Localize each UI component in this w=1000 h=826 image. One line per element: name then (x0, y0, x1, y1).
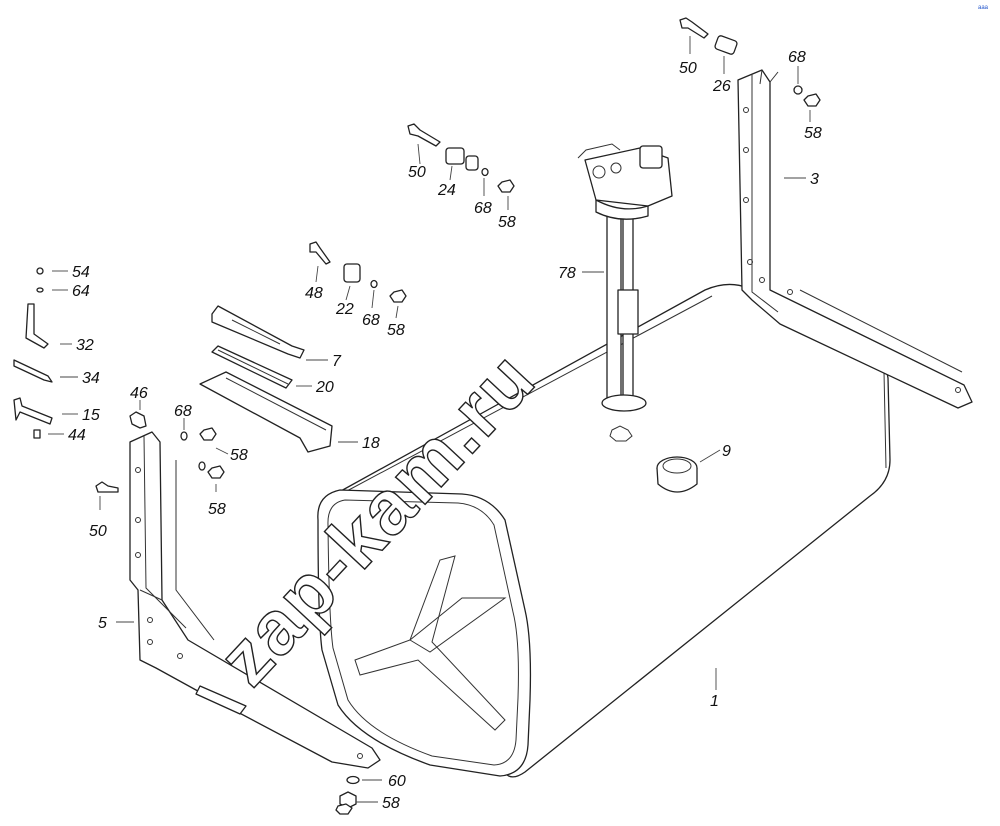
callout-c15: 15 (82, 407, 100, 424)
callout-c58e: 58 (208, 501, 226, 518)
pad-18 (199, 371, 333, 453)
left-bracket (129, 431, 381, 769)
corner-logo: ааа (978, 5, 989, 11)
bolts-and-fasteners (95, 17, 821, 815)
fuel-level-sender (577, 143, 673, 412)
callout-c64: 64 (72, 283, 90, 300)
callout-c58c: 58 (387, 322, 405, 339)
callout-c34: 34 (82, 370, 100, 387)
callout-c5: 5 (98, 615, 107, 632)
callout-c60: 60 (388, 773, 406, 790)
small-fasteners-left (13, 267, 53, 439)
right-bracket (737, 69, 973, 409)
callout-c32: 32 (76, 337, 94, 354)
callout-c20: 20 (315, 379, 334, 396)
callout-c26: 26 (712, 78, 731, 95)
callout-c58f: 58 (382, 795, 400, 812)
callout-c44: 44 (68, 427, 86, 444)
callout-c50b: 50 (408, 164, 426, 181)
fuel-tank (317, 283, 891, 778)
callout-c24: 24 (437, 182, 456, 199)
callout-c50c: 50 (89, 523, 107, 540)
callout-c68a: 68 (788, 49, 806, 66)
callout-c9: 9 (722, 443, 731, 460)
callout-c3: 3 (810, 171, 819, 188)
leader-lines (48, 36, 811, 803)
callout-c58d: 58 (230, 447, 248, 464)
callout-c78: 78 (558, 265, 576, 282)
callout-c48: 48 (305, 285, 323, 302)
callout-c22: 22 (335, 301, 354, 318)
callout-c58a: 58 (804, 125, 822, 142)
strap-7 (211, 305, 305, 359)
filler-cap (656, 456, 698, 493)
callout-c7: 7 (332, 353, 342, 370)
callout-c46: 46 (130, 385, 148, 402)
callout-c68d: 68 (174, 403, 192, 420)
callout-c68b: 68 (474, 200, 492, 217)
callout-c50a: 50 (679, 60, 697, 77)
pad-20 (211, 345, 293, 389)
callout-labels: 50 26 68 58 3 50 24 68 58 78 48 22 68 58… (68, 49, 822, 812)
callout-c58b: 58 (498, 214, 516, 231)
callout-c54: 54 (72, 264, 90, 281)
callout-c1: 1 (710, 693, 719, 710)
callout-c68c: 68 (362, 312, 380, 329)
callout-c18: 18 (362, 435, 380, 452)
